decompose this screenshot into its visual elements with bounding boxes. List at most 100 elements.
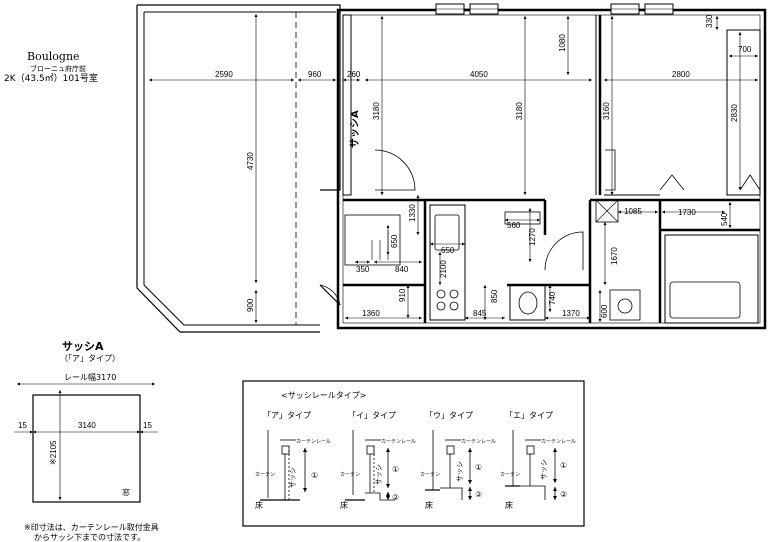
dim-350: 350	[356, 265, 370, 274]
svg-text:サッシ: サッシ	[375, 464, 383, 485]
kitchen-counter	[429, 204, 466, 321]
dim-850: 850	[490, 289, 499, 303]
type-a-name: 「ア」タイプ	[263, 411, 311, 420]
dim-1360: 1360	[362, 309, 380, 318]
floor-plan: サッシA	[136, 3, 767, 333]
sash-a-detail: サッシA （「ア」タイプ） レール幅3170 15 3140 15 ※2105 …	[14, 340, 159, 542]
balcony-outline	[136, 4, 341, 333]
dim-1270: 1270	[528, 228, 537, 246]
svg-text:カーテンレール: カーテンレール	[541, 439, 576, 445]
note-line-1: ※印寸法は、カーテンレール取付金具	[24, 522, 159, 532]
property-name-jp: ブローニュ府庁前	[30, 64, 86, 73]
type-u-name: 「ウ」タイプ	[425, 411, 473, 420]
sash-a-window	[342, 14, 352, 196]
type-e-name: 「エ」タイプ	[505, 411, 553, 420]
dim-4050: 4050	[470, 70, 488, 79]
bathroom	[664, 234, 759, 324]
bathtub	[669, 281, 741, 319]
dim-2590: 2590	[215, 70, 233, 79]
note-line-2: からサッシ下までの寸法です。	[34, 532, 145, 542]
dim-3180a: 3180	[372, 102, 381, 120]
svg-text:①: ①	[311, 471, 318, 480]
dim-330: 330	[705, 14, 714, 28]
dim-840: 840	[395, 265, 409, 274]
svg-text:カーテン: カーテン	[420, 472, 440, 478]
svg-text:床: 床	[505, 500, 513, 510]
svg-text:カーテン: カーテン	[340, 472, 360, 478]
door-arc-2	[544, 231, 584, 271]
dim-1670: 1670	[610, 247, 619, 265]
interior-walls	[343, 15, 760, 323]
dim-540: 540	[720, 212, 729, 226]
dim-1370: 1370	[562, 309, 580, 318]
svg-text:サッシ: サッシ	[456, 461, 464, 482]
toilet-room	[509, 284, 546, 321]
dimension-labels: 2590 960 260 4050 2800 4730 900 3180 318…	[215, 14, 752, 318]
dim-2800: 2800	[672, 70, 690, 79]
sash-frame	[32, 394, 141, 503]
sash-a-label: サッシA	[349, 110, 361, 148]
sash-side-right: 15	[143, 421, 152, 430]
dim-1330: 1330	[408, 204, 417, 222]
door-arc-3	[319, 284, 341, 306]
dim-900: 900	[246, 298, 255, 312]
svg-text:①: ①	[475, 463, 482, 472]
closet-right	[726, 29, 761, 196]
sash-width: 3140	[78, 421, 96, 430]
dim-845: 845	[473, 309, 487, 318]
dim-650a: 650	[390, 234, 399, 248]
property-name: Boulogne	[27, 50, 80, 63]
type-i-sketch	[345, 430, 395, 501]
door-arc-1	[374, 149, 416, 191]
dim-960: 960	[308, 70, 322, 79]
dim-650b: 650	[441, 246, 455, 255]
dim-600: 600	[600, 304, 609, 318]
svg-text:カーテン: カーテン	[255, 472, 275, 478]
dim-260: 260	[347, 70, 361, 79]
rail-types-title: <サッシレールタイプ>	[281, 391, 366, 400]
dim-2830: 2830	[730, 104, 739, 122]
svg-text:床: 床	[425, 500, 433, 510]
dim-3160: 3160	[602, 102, 611, 120]
unit-info: 2K（43.5㎡）101号室	[4, 72, 98, 84]
svg-text:床: 床	[340, 500, 348, 510]
dim-3180b: 3180	[515, 102, 524, 120]
svg-text:カーテンレール: カーテンレール	[381, 439, 416, 445]
dim-2100: 2100	[439, 260, 448, 278]
type-u-sketch	[425, 430, 472, 500]
dim-700: 700	[738, 45, 752, 54]
dim-1730: 1730	[678, 208, 696, 217]
window-label: 窓	[122, 487, 130, 497]
dim-1080: 1080	[558, 34, 567, 52]
dim-910: 910	[398, 288, 407, 302]
type-i-name: 「イ」タイプ	[348, 411, 396, 420]
dim-4730: 4730	[246, 152, 255, 170]
sash-side-left: 15	[18, 421, 27, 430]
dim-1085: 1085	[624, 207, 642, 216]
sash-height: ※2105	[49, 440, 58, 465]
svg-text:床: 床	[255, 500, 263, 510]
property-header: Boulogne ブローニュ府庁前 2K（43.5㎡）101号室	[4, 50, 98, 84]
svg-text:サッシ: サッシ	[540, 459, 548, 480]
washbasin	[609, 289, 641, 321]
svg-text:サッシ: サッシ	[289, 467, 297, 488]
apartment-outline	[336, 8, 767, 330]
rail-width: レール幅3170	[64, 372, 116, 382]
dim-740: 740	[548, 291, 557, 305]
svg-text:①: ①	[392, 465, 399, 474]
svg-text:①: ①	[560, 461, 567, 470]
svg-text:カーテンレール: カーテンレール	[296, 439, 331, 445]
rail-types-box: <サッシレールタイプ> 「ア」タイプ 「イ」タイプ 「ウ」タイプ 「エ」タイプ …	[242, 380, 585, 527]
dimension-lines	[149, 14, 758, 323]
top-windows	[435, 3, 674, 15]
sash-detail-subtitle: （「ア」タイプ）	[60, 354, 120, 363]
svg-text:②: ②	[392, 493, 399, 502]
entrance	[344, 214, 401, 266]
stove-icon	[436, 289, 459, 311]
type-a-sketch	[260, 430, 307, 501]
toilet-icon	[518, 291, 538, 315]
sash-detail-title: サッシA	[62, 340, 104, 353]
svg-text:カーテンレール: カーテンレール	[461, 439, 496, 445]
kitchen-sink	[434, 214, 460, 251]
